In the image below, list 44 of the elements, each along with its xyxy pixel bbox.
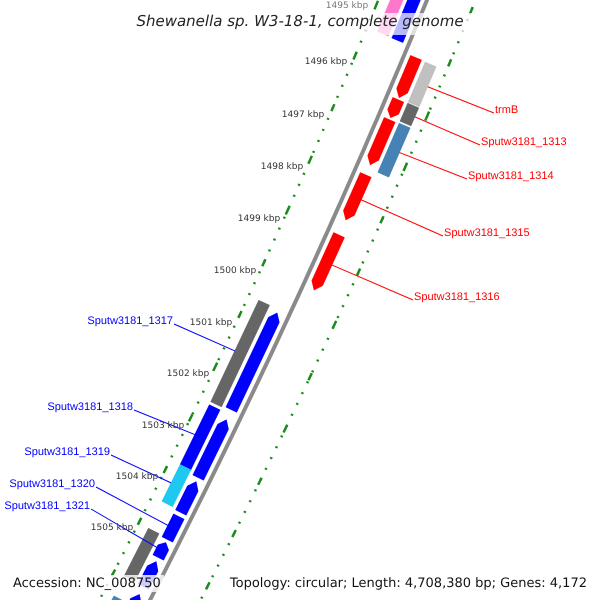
gene-bar (192, 419, 229, 481)
gene-bar (396, 55, 422, 98)
gene-label: Sputw3181_1320 (9, 479, 95, 490)
gene-bar (378, 122, 410, 178)
scale-label: 1500 kbp (213, 267, 257, 276)
scale-label: 1501 kbp (189, 319, 233, 328)
leader-line (90, 508, 158, 548)
leader-line (414, 116, 480, 146)
scale-label: 1499 kbp (237, 215, 281, 224)
gene-label: Sputw3181_1317 (87, 316, 173, 327)
scale-label: 1496 kbp (304, 58, 348, 67)
gene-label: Sputw3181_1316 (414, 292, 500, 303)
gene-label: Sputw3181_1315 (444, 228, 530, 239)
gene-bar (400, 102, 420, 126)
scale-label: 1495 kbp (325, 2, 369, 11)
gene-bar (210, 300, 270, 408)
gene-bar (387, 97, 404, 118)
scale-label: 1504 kbp (115, 473, 159, 482)
gene-label: Sputw3181_1314 (468, 171, 554, 182)
gene-label: Sputw3181_1318 (47, 402, 133, 413)
leader-line (96, 486, 168, 526)
leader-line (174, 324, 236, 352)
gene-label: Sputw3181_1319 (24, 447, 110, 458)
leader-line (110, 454, 172, 484)
gene-bar (162, 464, 192, 507)
gene-label: trmB (495, 105, 518, 116)
gene-label: Sputw3181_1321 (4, 501, 90, 512)
leader-line (427, 86, 494, 114)
gene-bar (312, 232, 345, 290)
leader-line (332, 264, 414, 300)
leader-line (134, 410, 196, 436)
scale-label: 1498 kbp (260, 163, 304, 172)
leader-line (399, 152, 468, 180)
gene-bar (408, 62, 436, 108)
gene-bar (367, 117, 396, 166)
footer-text: Accession: NC_008750 (10, 575, 164, 592)
gene-bar (162, 514, 184, 542)
gene-bar (343, 172, 372, 220)
gene-label: Sputw3181_1313 (481, 137, 567, 148)
scale-label: 1497 kbp (281, 111, 325, 120)
gene-bar (175, 481, 198, 516)
gene-bar (152, 542, 169, 560)
scale-label: 1502 kbp (166, 370, 210, 379)
leader-line (360, 199, 444, 236)
